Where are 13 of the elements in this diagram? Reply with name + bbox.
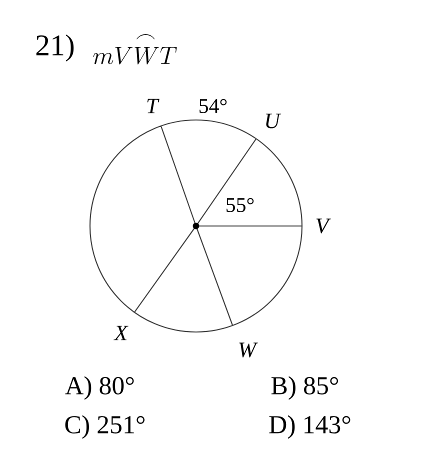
point-label: T xyxy=(147,98,160,114)
point-label: W xyxy=(239,342,258,358)
point-label: V xyxy=(316,218,331,234)
answer-choice: C) 251° xyxy=(65,415,145,439)
point-label: U xyxy=(266,114,282,128)
answer-choice: D) 143° xyxy=(269,415,350,439)
angle-label: 54° xyxy=(200,98,227,114)
answer-choice: A) 80° xyxy=(65,376,134,400)
problem-number: 21) xyxy=(36,34,74,62)
answer-choice: B) 85° xyxy=(271,376,338,400)
point-label: X xyxy=(114,326,128,340)
angle-label: 55° xyxy=(226,198,254,212)
arc-label: $m\overset{\frown}{VWT}$ xyxy=(93,34,177,64)
